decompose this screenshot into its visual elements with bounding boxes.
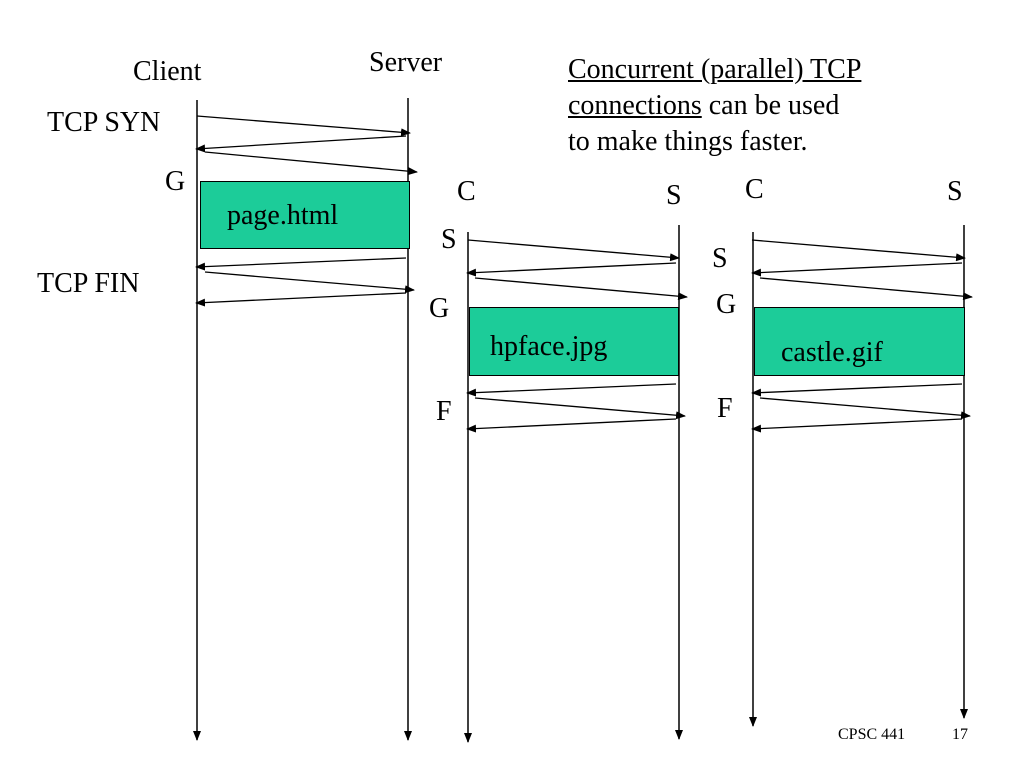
caption-underlined-2: connections (568, 90, 702, 121)
conn3-get-label: G (716, 289, 737, 320)
conn2-fin-arrow-3 (466, 418, 677, 433)
file-label-page-html: page.html (227, 200, 339, 231)
conn3-fin-arrow-3 (751, 418, 963, 433)
conn2-get-label: G (429, 293, 450, 324)
conn2-fin-label: F (436, 396, 452, 427)
client-label: Client (133, 56, 202, 87)
caption-line-1: Concurrent (parallel) TCP (568, 52, 948, 88)
fin-arrow-3 (195, 292, 407, 307)
tcp-syn-label: TCP SYN (47, 107, 161, 138)
file-label-castle-gif: castle.gif (781, 337, 883, 368)
conn3-ack-arrow (759, 277, 973, 301)
footer-page-number: 17 (952, 726, 968, 743)
fin-arrow-1 (195, 257, 407, 271)
conn2-syn-arrow (467, 239, 680, 262)
file-box-page-html: page.html (200, 181, 410, 249)
caption-underlined-1: Concurrent (parallel) TCP (568, 54, 862, 85)
conn2-client-label: C (457, 176, 476, 207)
conn3-syn-arrow (751, 239, 966, 262)
conn2-syn-label: S (441, 224, 457, 255)
file-label-hpface-jpg: hpface.jpg (490, 331, 608, 362)
conn2-synack-arrow (466, 262, 677, 277)
server-label: Server (369, 47, 443, 78)
conn3-fin-arrow-1 (751, 383, 963, 397)
get-label: G (165, 166, 186, 197)
caption-line-2: connections can be used (568, 88, 948, 124)
conn3-fin-label: F (717, 393, 733, 424)
conn2-server-label: S (666, 180, 682, 211)
ack-arrow (204, 151, 418, 176)
synack-arrow (195, 135, 407, 153)
conn3-client-label: C (745, 174, 764, 205)
conn3-server-label: S (947, 176, 963, 207)
footer-course: CPSC 441 (838, 726, 906, 743)
file-box-hpface-jpg: hpface.jpg (469, 307, 679, 376)
conn3-synack-arrow (751, 262, 963, 277)
syn-arrow (196, 115, 411, 137)
conn3-syn-label: S (712, 243, 728, 274)
caption-line-3: to make things faster. (568, 126, 808, 157)
conn2-fin-arrow-1 (466, 383, 677, 397)
conn2-fin-arrow-2 (474, 397, 686, 420)
file-box-castle-gif: castle.gif (754, 307, 965, 376)
caption-text: Concurrent (parallel) TCP connections ca… (568, 52, 948, 160)
tcp-fin-label: TCP FIN (37, 268, 140, 299)
conn2-ack-arrow (474, 277, 688, 301)
caption-rest-2: can be used (701, 90, 840, 121)
conn3-fin-arrow-2 (759, 397, 971, 420)
fin-arrow-2 (204, 271, 415, 294)
